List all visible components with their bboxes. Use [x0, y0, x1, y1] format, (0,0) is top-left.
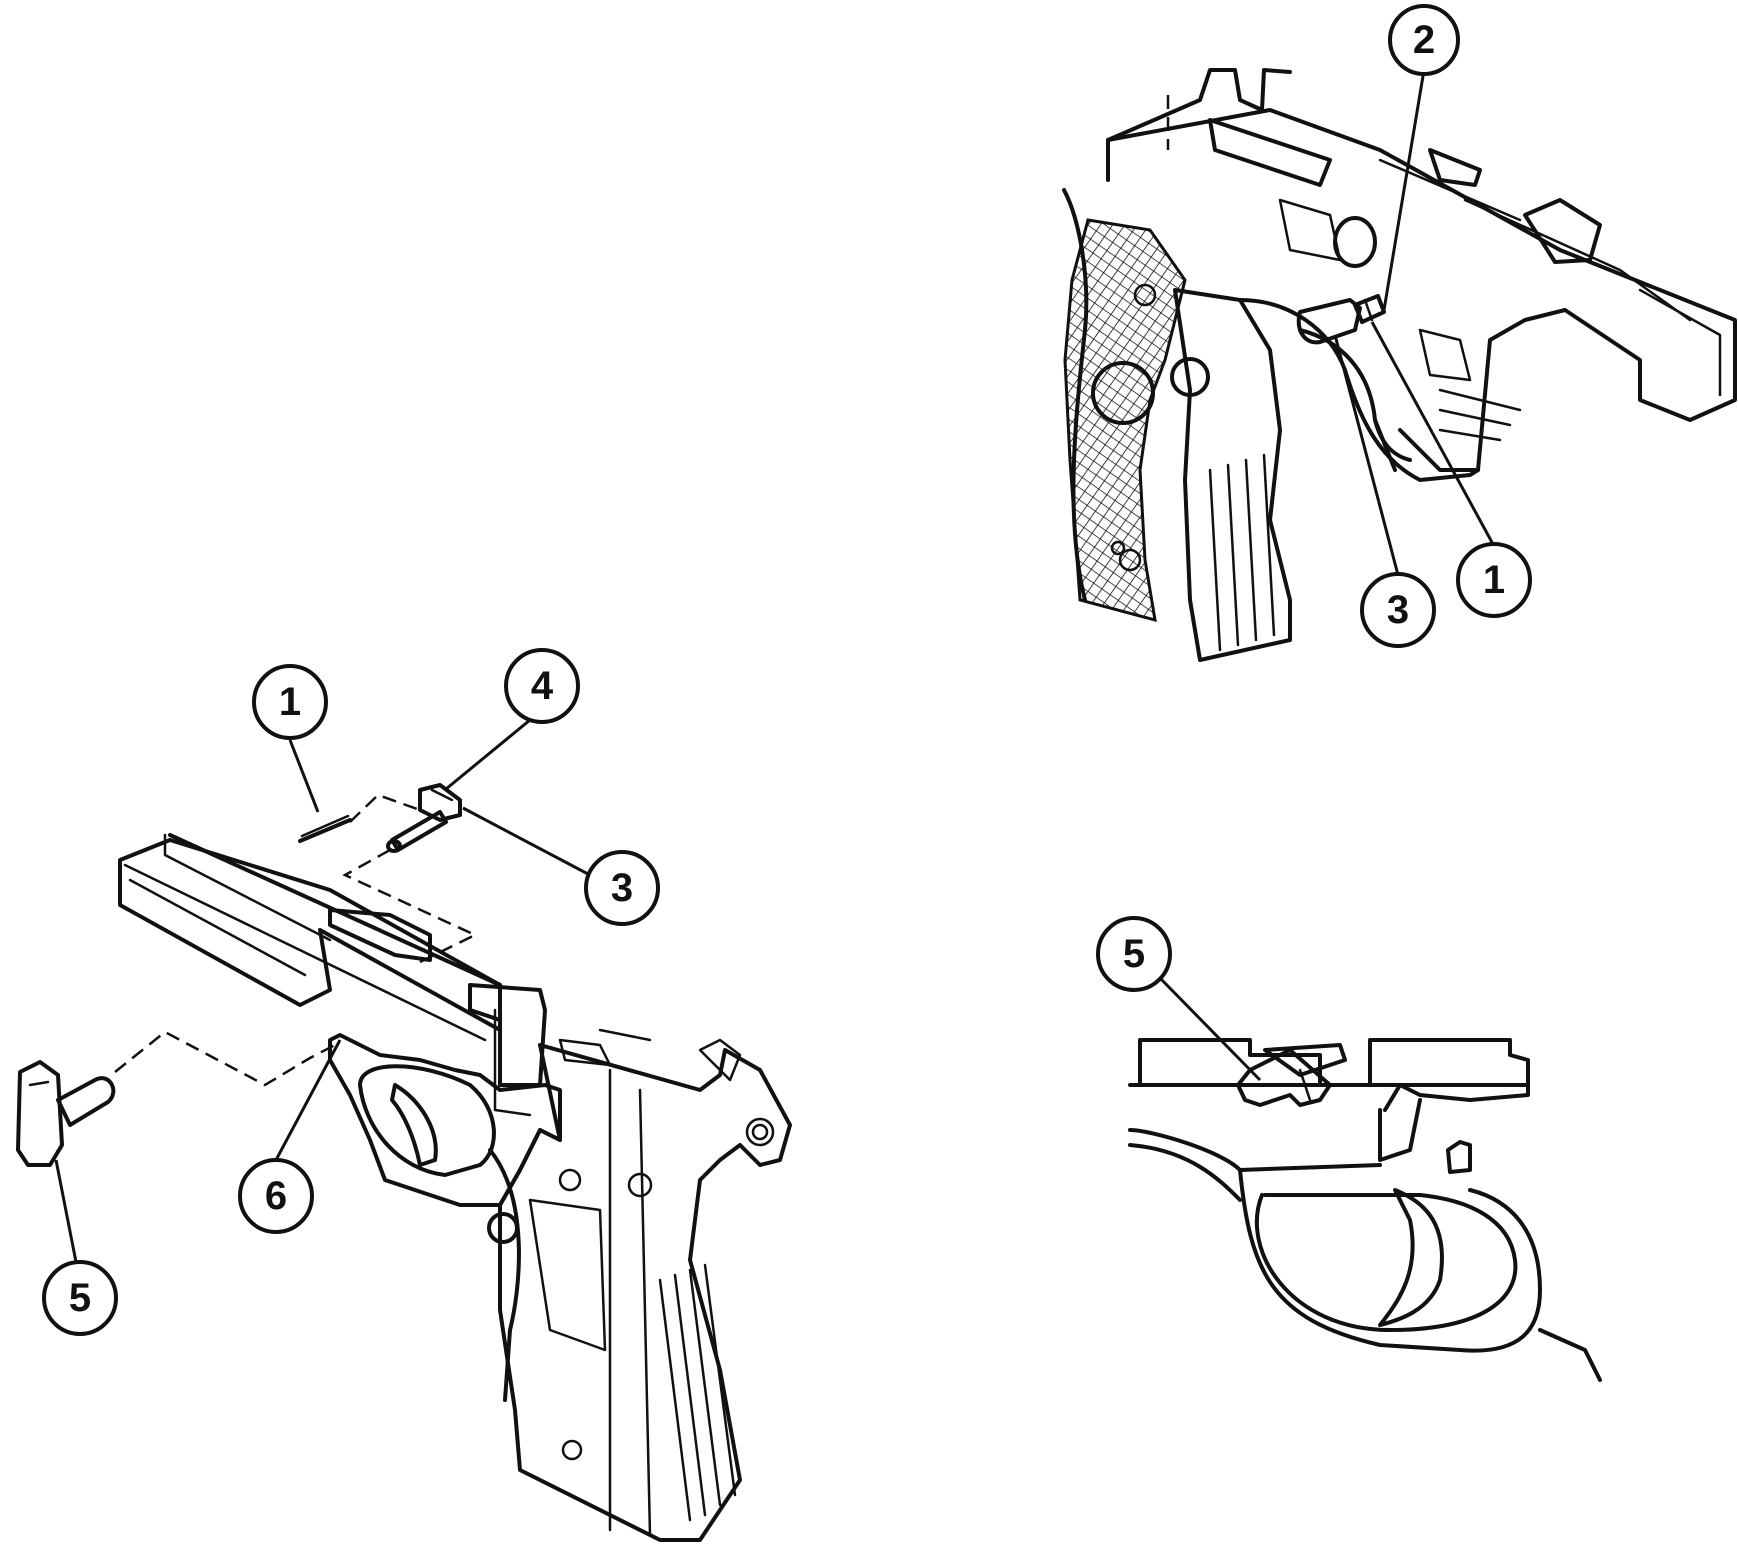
- svg-text:1: 1: [1483, 558, 1505, 602]
- grip-panel: [487, 1148, 521, 1402]
- installed-front-strap: [1170, 288, 1292, 662]
- leader-exploded-6: [274, 1039, 342, 1161]
- installed-view-panel: [1062, 68, 1737, 662]
- svg-text:4: 4: [531, 664, 554, 708]
- detail-view-panel: [1128, 974, 1602, 1382]
- lever-assembly-part: [386, 783, 462, 853]
- callout-exploded-6: 6: [238, 1158, 314, 1234]
- leader-detail-5: [1156, 974, 1262, 1082]
- frame-rails: [118, 833, 502, 1042]
- leader-exploded-3: [462, 806, 589, 876]
- leader-installed-1: [1370, 321, 1496, 547]
- leader-installed-3: [1333, 334, 1400, 576]
- detail-frame: [1128, 1038, 1602, 1382]
- callout-installed-2: 2: [1388, 4, 1460, 76]
- takedown-area: [328, 908, 547, 1117]
- callout-exploded-3: 3: [584, 850, 660, 926]
- svg-text:2: 2: [1413, 18, 1435, 62]
- installed-grip: [1062, 188, 1187, 623]
- safety-lever-part: [16, 1060, 116, 1167]
- svg-text:5: 5: [69, 1276, 91, 1320]
- assembly-path-pin: [349, 793, 421, 823]
- callout-detail-5: 5: [1096, 916, 1172, 992]
- frame-grip: [498, 1028, 792, 1542]
- svg-text:3: 3: [1387, 588, 1409, 632]
- svg-text:1: 1: [279, 680, 301, 724]
- pin-part: [298, 814, 352, 843]
- callout-exploded-1: 1: [252, 664, 328, 740]
- exploded-view-panel: [16, 718, 792, 1542]
- svg-text:6: 6: [265, 1174, 287, 1218]
- svg-text:3: 3: [611, 866, 633, 910]
- callout-installed-3: 3: [1360, 572, 1436, 648]
- leader-exploded-5: [54, 1159, 78, 1263]
- assembly-path-lever: [342, 848, 478, 964]
- callout-exploded-5: 5: [42, 1260, 118, 1336]
- leader-exploded-4: [445, 718, 531, 791]
- installed-frame: [1106, 68, 1737, 472]
- frame-body: [328, 1033, 562, 1207]
- detail-lever: [1236, 1043, 1347, 1107]
- callout-exploded-4: 4: [504, 648, 580, 724]
- callout-installed-1: 1: [1456, 542, 1532, 618]
- installed-lever: [1296, 294, 1386, 345]
- assembly-path-safety: [114, 1030, 336, 1087]
- leader-installed-2: [1382, 69, 1426, 311]
- svg-text:5: 5: [1123, 932, 1145, 976]
- leader-exploded-1: [288, 739, 320, 813]
